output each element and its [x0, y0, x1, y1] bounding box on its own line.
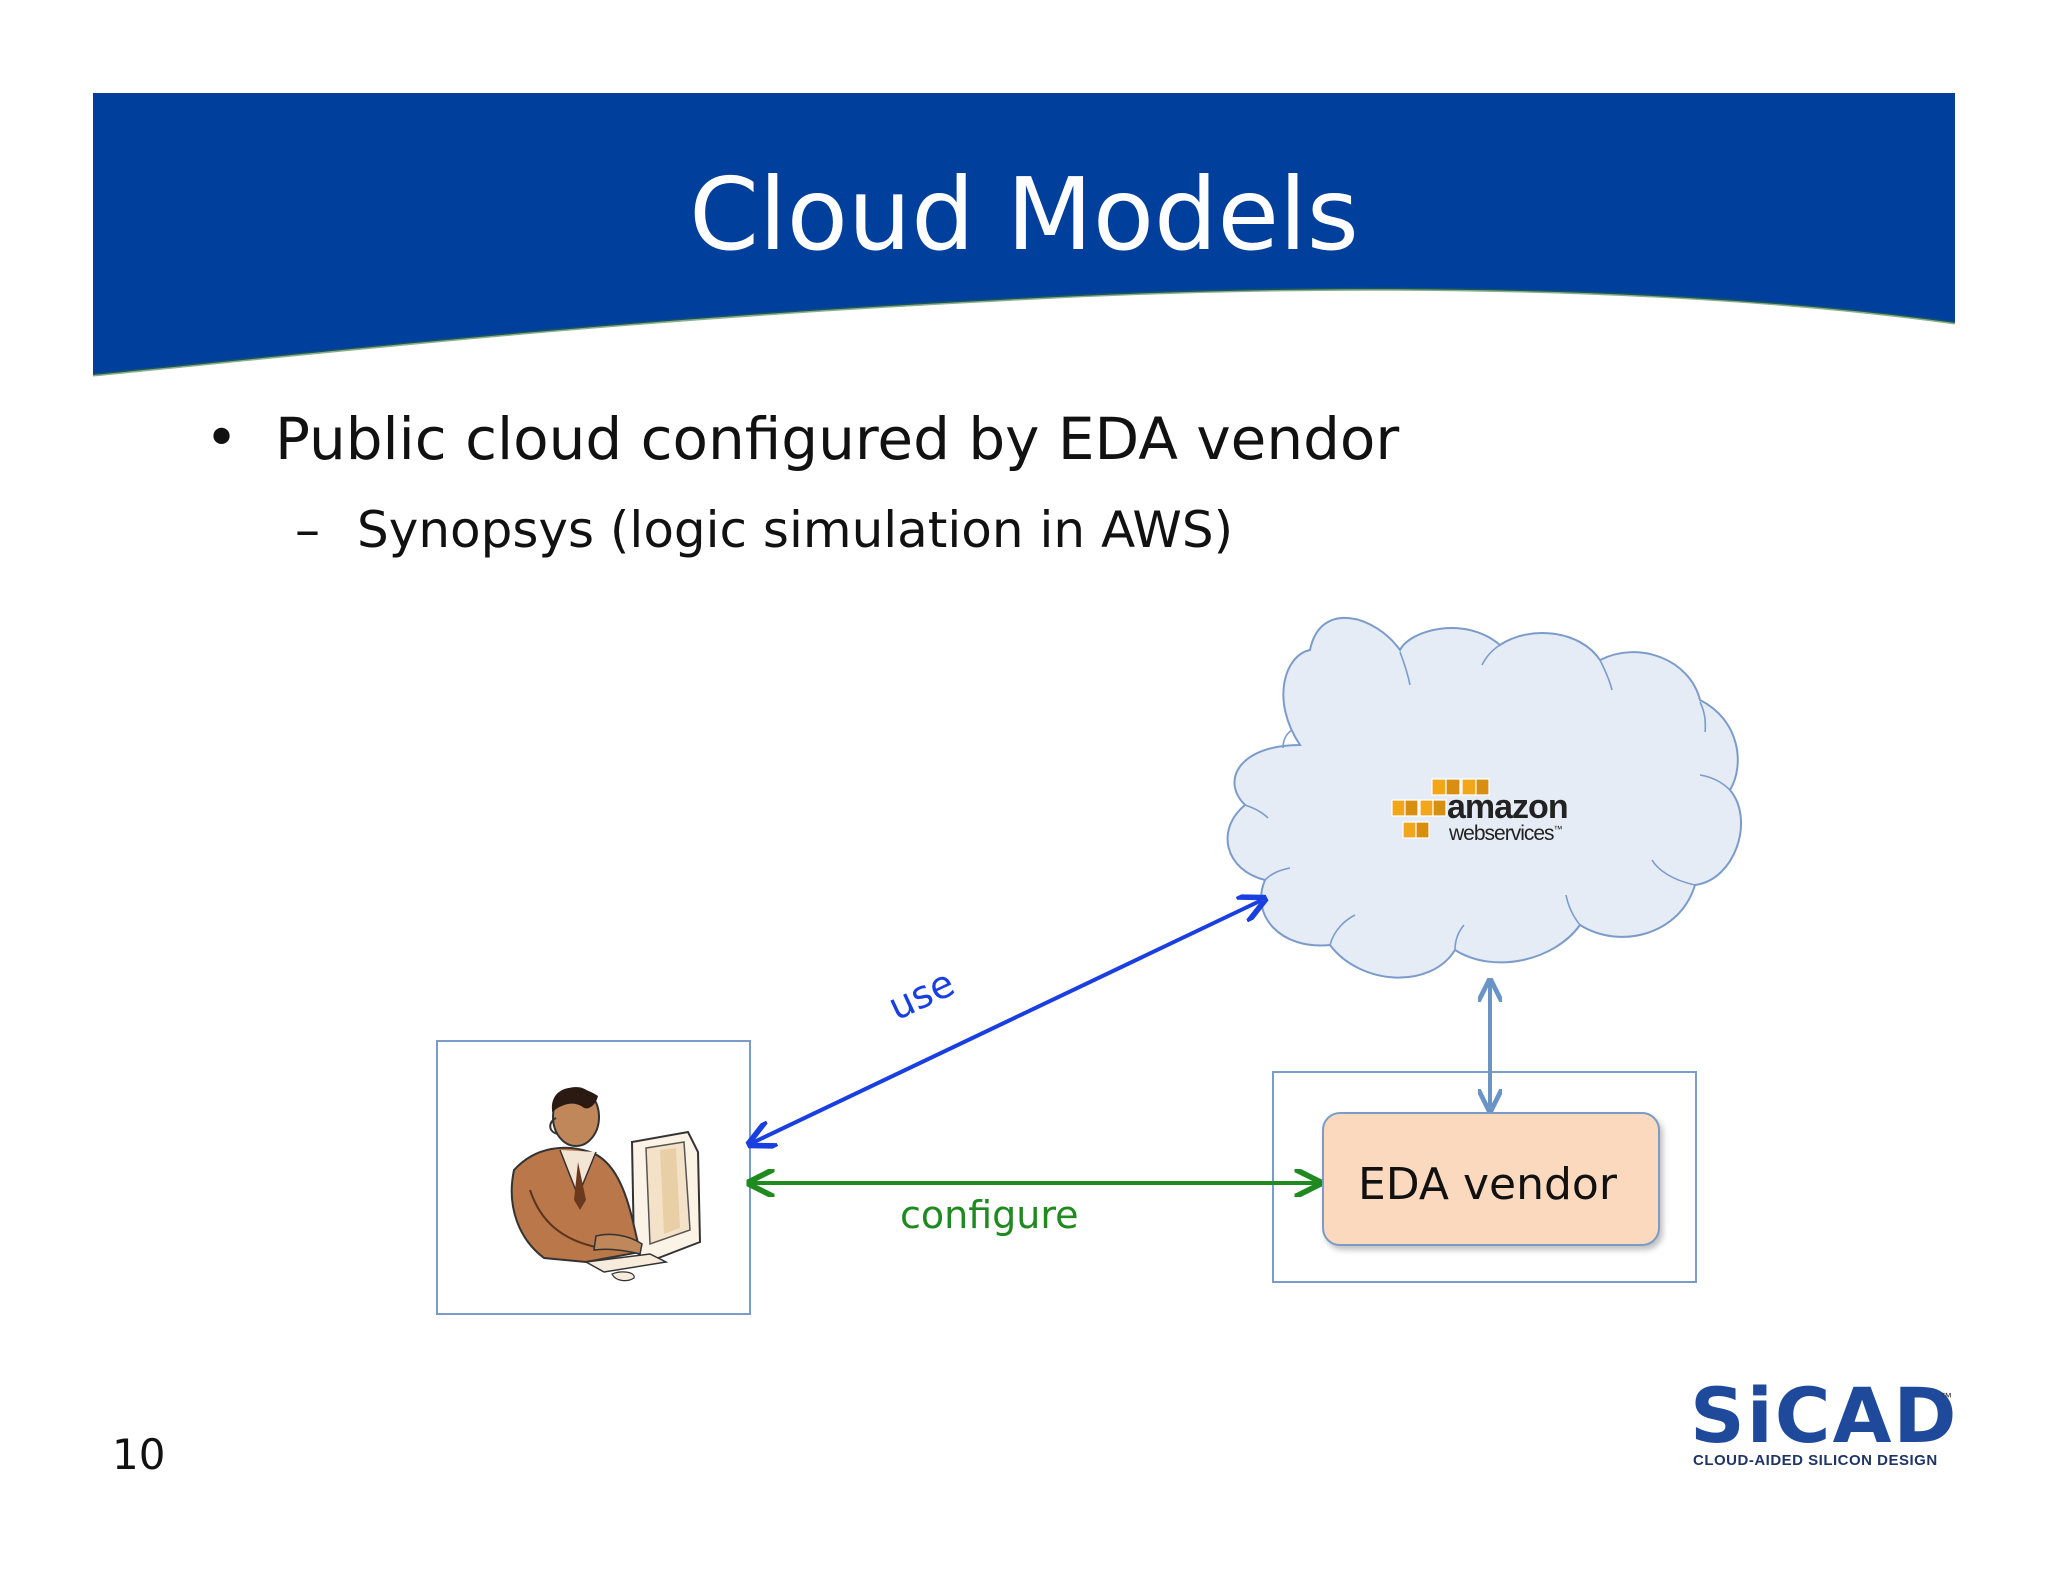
aws-logo-webservices: webservices™ — [1449, 822, 1563, 846]
bullet-dot: • — [205, 406, 239, 471]
eda-vendor-label: EDA vendor — [1358, 1159, 1617, 1210]
person-at-computer-icon — [510, 1087, 702, 1282]
bullet-text: Public cloud configured by EDA vendor — [275, 405, 1400, 473]
use-arrow — [752, 900, 1262, 1143]
aws-cubes-icon — [1391, 778, 1490, 839]
sicad-logo: SiCAD — [1690, 1371, 1959, 1460]
sicad-tagline: CLOUD-AIDED SILICON DESIGN — [1693, 1452, 1938, 1469]
sicad-logo-tm: ™ — [1940, 1390, 1952, 1404]
sub-bullet-text: Synopsys (logic simulation in AWS) — [357, 501, 1234, 559]
title-banner — [93, 93, 1955, 375]
eda-vendor-box: EDA vendor — [1322, 1112, 1660, 1246]
configure-label: configure — [900, 1193, 1079, 1237]
title-banner-edge — [92, 287, 1956, 377]
slide-title: Cloud Models — [689, 156, 1359, 273]
aws-logo-webservices-text: webservices — [1449, 822, 1555, 845]
page-number: 10 — [112, 1430, 166, 1479]
cloud-inner-arcs — [1244, 644, 1731, 951]
aws-logo-tm: ™ — [1553, 824, 1563, 834]
aws-logo-amazon: amazon — [1447, 788, 1569, 826]
sub-bullet-dash: – — [295, 501, 320, 559]
